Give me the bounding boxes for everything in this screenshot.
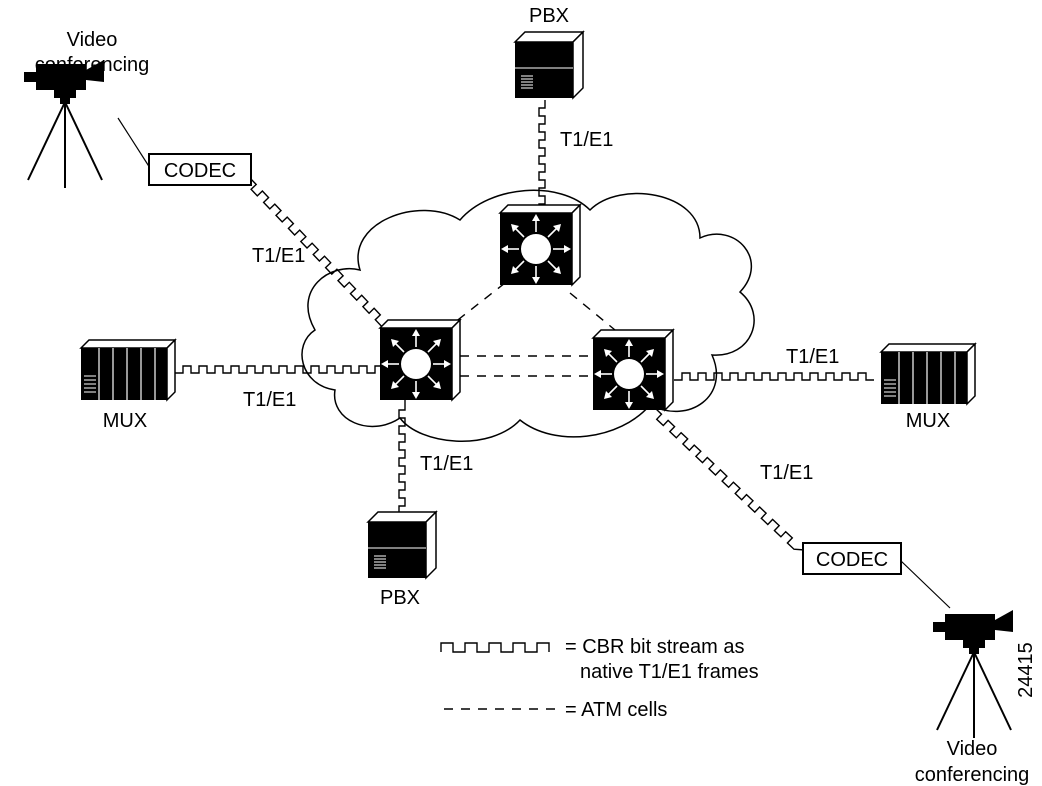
cbr-link-pbx-bottom xyxy=(398,400,406,522)
codec-left-label: CODEC xyxy=(164,160,236,182)
video-conf-right-label-2: conferencing xyxy=(915,764,1030,786)
mux-right-label: MUX xyxy=(906,410,950,432)
codec-box-right xyxy=(802,542,902,575)
link-label-pbx-top: T1/E1 xyxy=(560,129,613,151)
atm-cell-links xyxy=(444,282,616,377)
legend-cbr-symbol xyxy=(440,642,550,653)
link-label-pbx-bottom: T1/E1 xyxy=(420,453,473,475)
atm-switch-right xyxy=(592,329,674,411)
cbr-link-codec-left xyxy=(249,177,391,327)
video-conf-left-label-2: conferencing xyxy=(35,54,150,76)
figure-id: 24415 xyxy=(1015,642,1037,698)
video-camera-left xyxy=(23,59,105,189)
cbr-link-codec-right xyxy=(654,407,806,551)
pbx-top xyxy=(514,31,584,99)
mux-left-label: MUX xyxy=(103,410,147,432)
mux-left xyxy=(80,339,176,401)
link-label-mux-right: T1/E1 xyxy=(786,346,839,368)
camera-codec-line-right xyxy=(899,559,951,609)
camera-codec-line-left xyxy=(117,117,151,169)
legend-cbr-text-1: = CBR bit stream as xyxy=(565,636,745,658)
link-label-codec-right: T1/E1 xyxy=(760,462,813,484)
legend-cbr-text-2: native T1/E1 frames xyxy=(580,661,759,683)
cbr-link-mux-right xyxy=(674,372,874,381)
codec-box-left xyxy=(148,153,252,186)
pbx-bottom-label: PBX xyxy=(380,587,420,609)
pbx-bottom xyxy=(367,511,437,579)
mux-right xyxy=(880,343,976,405)
cbr-link-mux-left xyxy=(175,365,391,374)
atm-switch-top xyxy=(499,204,581,286)
pbx-top-label: PBX xyxy=(529,5,569,27)
video-conf-left-label-1: Video xyxy=(67,29,118,51)
link-label-codec-left: T1/E1 xyxy=(252,245,305,267)
video-conf-right-label-1: Video xyxy=(947,738,998,760)
legend-atm-text: = ATM cells xyxy=(565,699,667,721)
codec-right-label: CODEC xyxy=(816,549,888,571)
link-label-mux-left: T1/E1 xyxy=(243,389,296,411)
video-camera-right xyxy=(932,609,1014,739)
atm-switch-left xyxy=(379,319,461,401)
